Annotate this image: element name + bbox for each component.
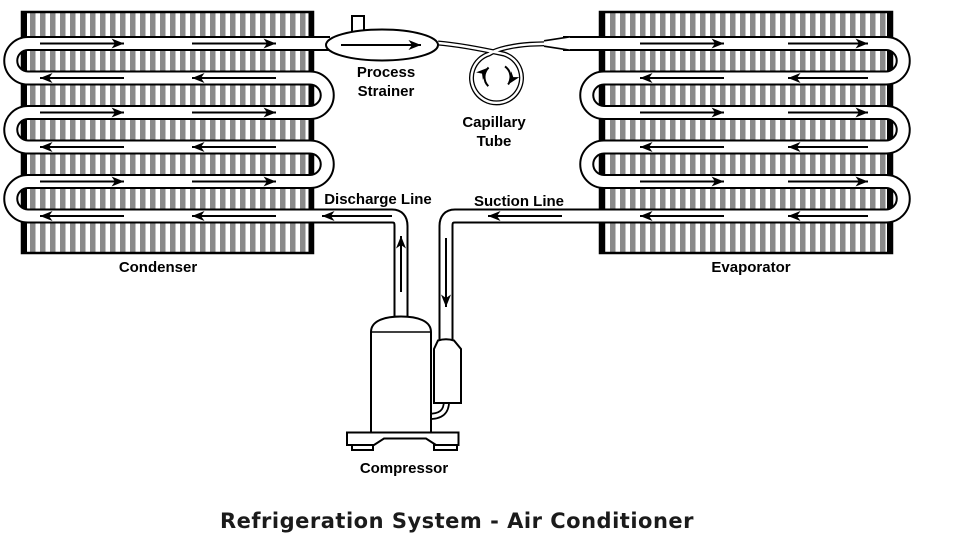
capillary-flow-arrow-left: [476, 66, 490, 87]
capillary-tube: [437, 36, 571, 106]
capillary-tube-label-line1: Capillary: [462, 114, 526, 131]
compressor-foot-left: [351, 444, 374, 451]
condenser-flow-arrows: [40, 38, 276, 221]
capillary-flow-arrow-right: [504, 65, 520, 86]
line-flow-arrows: [322, 40, 562, 307]
compressor: [346, 315, 462, 451]
condenser: [3, 10, 409, 326]
process-strainer-label-line1: Process: [357, 64, 415, 81]
capillary-taper-bottom: [543, 45, 571, 51]
suction-line-label: Suction Line: [474, 193, 564, 210]
capillary-tube-pipe: [437, 40, 564, 106]
evaporator: [438, 10, 911, 342]
capillary-taper-top: [543, 36, 571, 42]
evaporator-coil-tube-bore: [440, 38, 909, 342]
condenser-coil-tube-bore: [5, 38, 407, 326]
compressor-shell: [370, 315, 432, 434]
compressor-base: [346, 431, 460, 446]
evaporator-flow-arrows: [640, 38, 868, 221]
process-strainer-label-line2: Strainer: [358, 83, 415, 100]
condenser-label: Condenser: [119, 259, 198, 276]
evaporator-label: Evaporator: [711, 259, 790, 276]
diagram-title: Refrigeration System - Air Conditioner: [220, 509, 694, 533]
compressor-foot-right: [433, 444, 458, 451]
compressor-label: Compressor: [360, 460, 449, 477]
capillary-tube-pipe-bore: [437, 41, 564, 104]
compressor-muffler: [433, 338, 462, 404]
process-strainer: [325, 15, 439, 62]
capillary-tube-label-line2: Tube: [477, 133, 512, 150]
discharge-line-label: Discharge Line: [324, 191, 432, 208]
